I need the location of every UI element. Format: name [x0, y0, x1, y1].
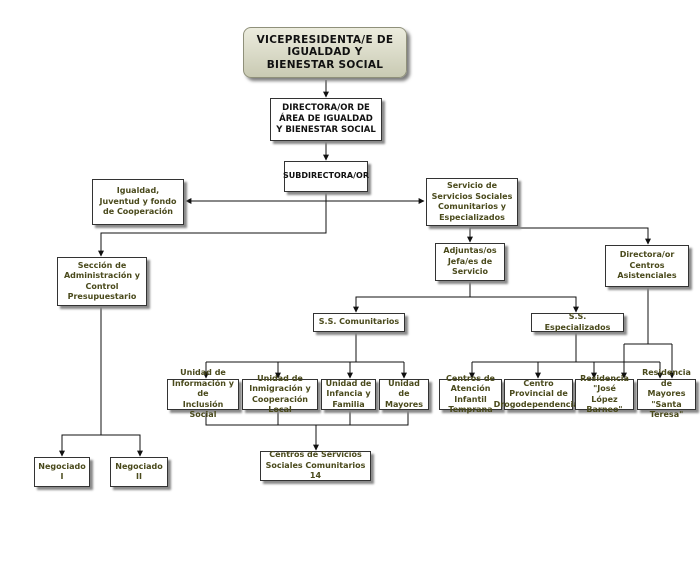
- node-adjuntas-jefas-label: Adjuntas/os Jefa/es de Servicio: [443, 246, 497, 277]
- connector-seccion-negociado-1: [59, 434, 101, 457]
- node-centro-provincial-label: Centro Provincial de Drogodependencias: [493, 378, 584, 409]
- connector-subdirector-seccion: [98, 192, 327, 257]
- node-unidad-inclusion[interactable]: Unidad de Información y de Inclusión Soc…: [167, 368, 239, 419]
- node-directora-centros[interactable]: Directora/or Centros Asistenciales: [605, 245, 689, 287]
- connector-adjuntas-especializados: [470, 296, 579, 313]
- node-centros-servicios-sociales-label: Centros de Servicios Sociales Comunitari…: [265, 450, 366, 481]
- node-unidad-infancia-label: Unidad de Infancia y Familia: [325, 378, 372, 409]
- node-unidad-mayores-label: Unidad de Mayores: [385, 378, 423, 409]
- node-unidad-infancia[interactable]: Unidad de Infancia y Familia: [321, 379, 376, 410]
- node-unidad-inmigracion-label: Unidad de Inmigración y Cooperación Loca…: [249, 373, 311, 415]
- node-centros-servicios-sociales[interactable]: Centros de Servicios Sociales Comunitari…: [260, 450, 371, 481]
- node-centro-provincial[interactable]: Centro Provincial de Drogodependencias: [494, 379, 583, 410]
- node-ss-comunitarios-label: S.S. Comunitarios: [318, 317, 400, 327]
- node-ss-especializados-label: S.S. Especializados: [544, 312, 611, 332]
- node-adjuntas-jefas[interactable]: Adjuntas/os Jefa/es de Servicio: [435, 243, 505, 281]
- node-unidad-inclusion-label: Unidad de Información y de Inclusión Soc…: [171, 368, 234, 420]
- node-negociado-1[interactable]: Negociado I: [34, 457, 90, 487]
- node-directora-area-label: DIRECTORA/OR DE ÁREA DE IGUALDAD Y BIENE…: [276, 103, 376, 135]
- node-centros-atencion-infantil[interactable]: Centros de Atención Infantil Temprana: [439, 374, 502, 414]
- node-residencia-jose-lopez-label: Residencia "José López Barneo": [580, 373, 629, 415]
- node-directora-area[interactable]: DIRECTORA/OR DE ÁREA DE IGUALDAD Y BIENE…: [270, 98, 382, 141]
- node-negociado-1-label: Negociado I: [38, 461, 86, 482]
- node-unidad-inmigracion[interactable]: Unidad de Inmigración y Cooperación Loca…: [242, 374, 318, 414]
- node-directora-centros-label: Directora/or Centros Asistenciales: [617, 250, 677, 281]
- node-subdirector[interactable]: SUBDIRECTORA/OR: [283, 161, 369, 192]
- connector-unidades-bottom: [205, 410, 409, 426]
- node-igualdad-juventud-label: Igualdad, Juventud y fondo de Cooperació…: [99, 186, 177, 217]
- node-servicio-servicios-sociales[interactable]: Servicio de Servicios Sociales Comunitar…: [426, 178, 518, 226]
- node-vicepresidencia[interactable]: VICEPRESIDENTA/E DE IGUALDAD Y BIENESTAR…: [243, 27, 407, 78]
- node-negociado-2-label: Negociado II: [115, 461, 163, 482]
- node-igualdad-juventud[interactable]: Igualdad, Juventud y fondo de Cooperació…: [92, 179, 184, 225]
- node-centros-atencion-infantil-label: Centros de Atención Infantil Temprana: [446, 373, 495, 415]
- node-ss-comunitarios[interactable]: S.S. Comunitarios: [313, 313, 405, 332]
- node-subdirector-label: SUBDIRECTORA/OR: [283, 171, 369, 181]
- node-residencia-jose-lopez[interactable]: Residencia "José López Barneo": [575, 374, 634, 414]
- node-residencia-santa-teresa[interactable]: Residencia de Mayores "Santa Teresa": [637, 368, 696, 419]
- node-negociado-2[interactable]: Negociado II: [110, 457, 168, 487]
- node-seccion-administracion[interactable]: Sección de Administración y Control Pres…: [57, 257, 147, 306]
- node-residencia-santa-teresa-label: Residencia de Mayores "Santa Teresa": [642, 368, 691, 420]
- node-vicepresidencia-label: VICEPRESIDENTA/E DE IGUALDAD Y BIENESTAR…: [256, 33, 394, 71]
- connector-adjuntas-comunitarios: [353, 296, 470, 313]
- connector-seccion-negociado-2: [101, 434, 143, 457]
- node-seccion-administracion-label: Sección de Administración y Control Pres…: [63, 260, 141, 302]
- connector-servicio-centros: [470, 227, 651, 245]
- node-servicio-servicios-sociales-label: Servicio de Servicios Sociales Comunitar…: [431, 181, 513, 222]
- node-ss-especializados[interactable]: S.S. Especializados: [531, 312, 624, 332]
- node-unidad-mayores[interactable]: Unidad de Mayores: [379, 379, 429, 410]
